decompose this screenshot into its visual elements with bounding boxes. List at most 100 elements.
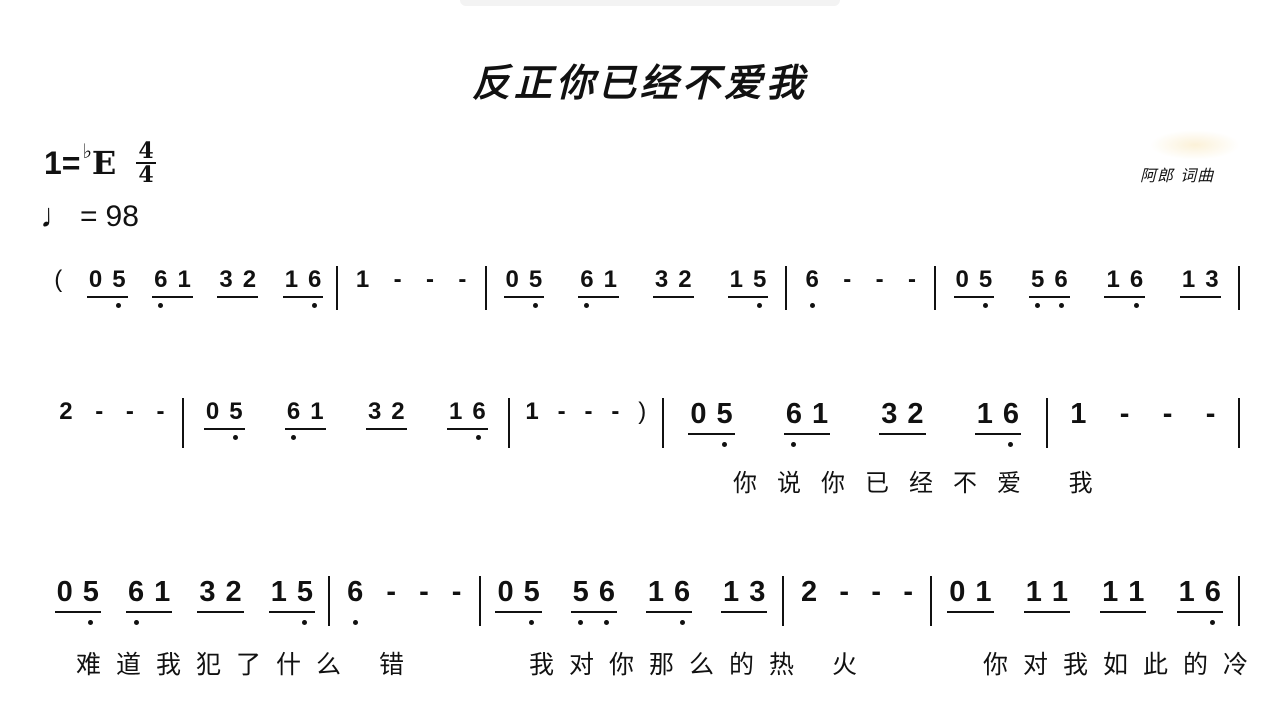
lyrics-line: 你对我如此的冷 bbox=[983, 650, 1264, 679]
note: 5 bbox=[229, 398, 243, 440]
note: 2 bbox=[242, 266, 257, 293]
note: 5 bbox=[82, 576, 99, 625]
note: 3 bbox=[1205, 266, 1219, 293]
note: 6 bbox=[598, 576, 615, 625]
note: 3 bbox=[654, 266, 669, 293]
note: 2 bbox=[800, 576, 818, 608]
note: 2 bbox=[225, 576, 242, 608]
extension-dash: - bbox=[839, 576, 850, 608]
key-note: E bbox=[91, 144, 117, 182]
note: 1 bbox=[310, 398, 324, 425]
barline bbox=[479, 576, 482, 626]
barline bbox=[930, 576, 933, 626]
note: 0 bbox=[497, 576, 514, 608]
extension-dash: - bbox=[458, 266, 467, 293]
note: 1 bbox=[647, 576, 664, 608]
extension-dash: - bbox=[1205, 398, 1216, 430]
note: 1 bbox=[270, 576, 287, 608]
barline bbox=[781, 576, 784, 626]
note: 6 bbox=[127, 576, 145, 625]
note: 0 bbox=[88, 266, 103, 293]
note: 1 bbox=[284, 266, 299, 293]
note: 2 bbox=[59, 398, 73, 425]
note: 5 bbox=[572, 576, 589, 625]
lyrics-line: 你说你已经不爱 我 bbox=[733, 469, 1113, 497]
held-note: 6--- bbox=[787, 266, 934, 308]
note: 0 bbox=[205, 398, 220, 425]
note: 2 bbox=[391, 398, 405, 425]
note: 1 bbox=[729, 266, 743, 293]
note: 1 bbox=[723, 576, 740, 608]
extension-dash: - bbox=[843, 266, 852, 293]
note: 6 bbox=[785, 398, 802, 447]
tempo-bpm: 98 bbox=[105, 199, 139, 233]
note: 5 bbox=[978, 266, 993, 308]
note: 1 bbox=[154, 576, 171, 608]
note: 6 bbox=[1204, 576, 1221, 625]
extension-dash: - bbox=[903, 576, 913, 608]
extension-dash: - bbox=[611, 398, 620, 425]
note: 5 bbox=[528, 266, 543, 308]
note: 1 bbox=[1128, 576, 1145, 608]
note: 1 bbox=[1070, 398, 1087, 430]
extension-dash: - bbox=[386, 576, 397, 608]
held-note: 6--- bbox=[330, 576, 479, 625]
note: 5 bbox=[523, 576, 540, 625]
note: 6 bbox=[1129, 266, 1144, 308]
note: 3 bbox=[881, 398, 898, 430]
lyrics-line: 难道我犯了什么 错 bbox=[76, 650, 419, 679]
note: 1 bbox=[448, 398, 463, 425]
note: 5 bbox=[1031, 266, 1045, 308]
quarter-note-icon: ♩ bbox=[40, 197, 74, 235]
note: 6 bbox=[154, 266, 168, 308]
extension-dash: - bbox=[419, 576, 429, 608]
held-note: 2--- bbox=[42, 398, 182, 426]
measure: 2--- bbox=[784, 576, 930, 626]
barline bbox=[1045, 398, 1048, 448]
lyrics-line: 我对你那么的热 火 bbox=[529, 650, 872, 679]
note: 1 bbox=[1102, 576, 1119, 608]
barline bbox=[507, 398, 510, 448]
measure: 1---) bbox=[510, 398, 662, 448]
barline bbox=[785, 266, 788, 310]
held-note: 1--- bbox=[338, 266, 485, 294]
note: 3 bbox=[367, 398, 382, 425]
extension-dash: - bbox=[156, 398, 165, 425]
note: 1 bbox=[1106, 266, 1120, 293]
note: 1 bbox=[1181, 266, 1196, 293]
note: 0 bbox=[56, 576, 73, 608]
top-bar bbox=[460, 0, 840, 6]
note: 1 bbox=[525, 398, 539, 425]
extension-dash: - bbox=[95, 398, 104, 425]
note: 3 bbox=[219, 266, 233, 293]
barline bbox=[327, 576, 330, 626]
note: 2 bbox=[907, 398, 924, 430]
key-one: 1 bbox=[44, 144, 62, 181]
note: 6 bbox=[472, 398, 486, 440]
measure: 6--- bbox=[330, 576, 479, 626]
tempo-equals: = bbox=[80, 199, 98, 233]
open-paren: ( bbox=[54, 266, 63, 293]
flat-icon: ♭ bbox=[82, 140, 92, 163]
